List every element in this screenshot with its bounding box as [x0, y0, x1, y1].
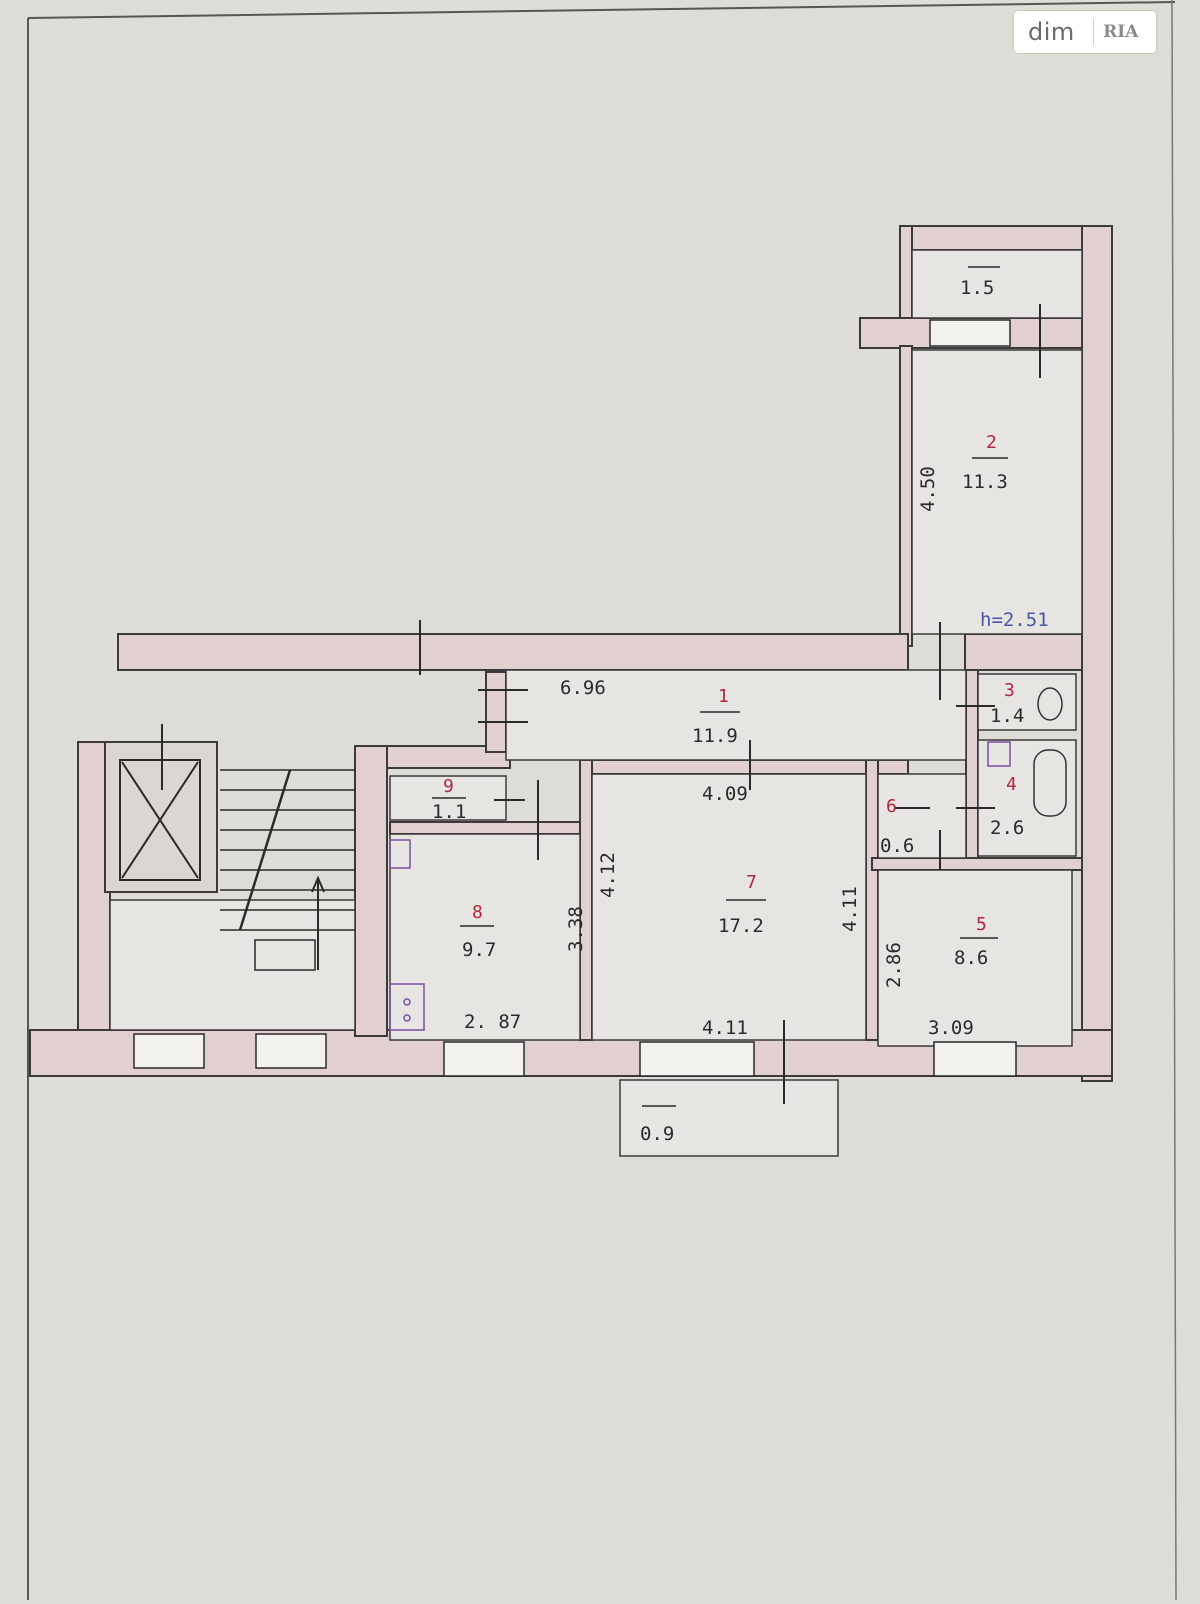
stove-icon [389, 983, 425, 1031]
room-2-outline [911, 349, 1083, 635]
dim-hall-length: 6.96 [560, 677, 606, 699]
elevator-shaft-icon [119, 759, 201, 881]
stair-lobby-outline [109, 899, 356, 1031]
room-5-outline [877, 869, 1073, 1047]
dim-room7-bottom: 4.11 [702, 1017, 748, 1039]
windows [133, 319, 1017, 1077]
balcony-bottom-area: 0.9 [640, 1123, 674, 1145]
room-3-outline [977, 673, 1077, 731]
room-5-area: 8.6 [954, 947, 988, 969]
room-4-outline [977, 739, 1077, 857]
dim-room7-left: 4.12 [597, 852, 619, 898]
room-3-area: 1.4 [990, 705, 1024, 727]
walls [29, 225, 1113, 1082]
room-5-number: 5 [976, 914, 987, 935]
sink-icon [389, 839, 411, 869]
dim-room7-right: 4.11 [839, 886, 861, 932]
window-room-5 [933, 1041, 1017, 1077]
dim-room8-bottom: 2. 87 [464, 1011, 521, 1033]
room-7-number: 7 [746, 872, 757, 893]
window-stair-2 [255, 1033, 327, 1069]
room-6-outline [877, 773, 967, 859]
room-6-number: 6 [886, 796, 897, 817]
room-6-area: 0.6 [880, 835, 914, 857]
dim-room7-top: 4.09 [702, 783, 748, 805]
dim-room2-length: 4.50 [917, 466, 939, 512]
room-1-area: 11.9 [692, 725, 738, 747]
logo-ria-mark: RIA [1092, 19, 1148, 45]
toilet-icon [1037, 687, 1063, 721]
room-8-area: 9.7 [462, 939, 496, 961]
room-1-outline [505, 669, 967, 761]
fixtures [389, 687, 1067, 1031]
dimria-logo[interactable]: dim RIA [1014, 11, 1156, 53]
window-stair-1 [133, 1033, 205, 1069]
logo-dim-text: dim [1028, 18, 1075, 46]
room-outlines [109, 249, 1083, 1157]
room-3-number: 3 [1004, 680, 1015, 701]
room-4-area: 2.6 [990, 817, 1024, 839]
balcony-top-area: 1.5 [960, 277, 994, 299]
balcony-top-outline [911, 249, 1083, 319]
room-8-number: 8 [472, 902, 483, 923]
washbasin-icon [987, 741, 1011, 767]
room-9-number: 9 [443, 776, 454, 797]
dim-room5-bottom: 3.09 [928, 1017, 974, 1039]
frame-top-line [27, 1, 1176, 19]
room-1-number: 1 [718, 686, 729, 707]
balcony-bottom-outline [619, 1079, 839, 1157]
window-balcony-top [929, 319, 1011, 347]
room-2-number: 2 [986, 432, 997, 453]
dim-room5-left: 2.86 [883, 942, 905, 988]
window-room-8 [443, 1041, 525, 1077]
room-4-number: 4 [1006, 774, 1017, 795]
room-7-outline [591, 773, 867, 1041]
window-room-7 [639, 1041, 755, 1077]
bathtub-icon [1033, 749, 1067, 817]
room-7-area: 17.2 [718, 915, 764, 937]
door-marks [161, 304, 1041, 1104]
dim-room8-right: 3.38 [565, 906, 587, 952]
room-9-area: 1.1 [432, 801, 466, 823]
room-8-outline [389, 833, 581, 1041]
room-2-area: 11.3 [962, 471, 1008, 493]
ceiling-height: h=2.51 [980, 609, 1049, 631]
frame-right-line [1171, 0, 1177, 1601]
staircase-icon [220, 769, 355, 971]
